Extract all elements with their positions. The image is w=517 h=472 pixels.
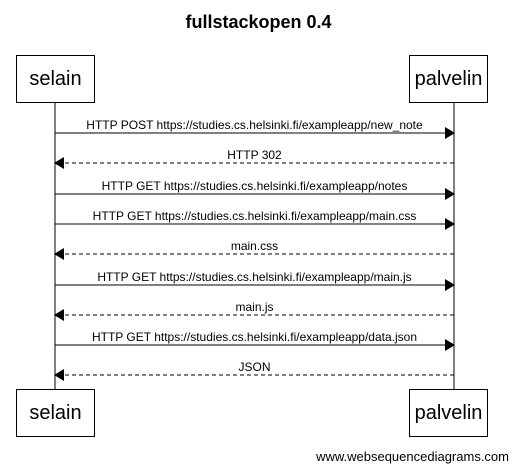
participant-selain-top: selain bbox=[16, 55, 95, 103]
participant-palvelin-bottom: palvelin bbox=[409, 389, 488, 437]
message-label: JSON bbox=[238, 360, 271, 374]
participant-palvelin-top: palvelin bbox=[409, 55, 488, 103]
message-label: HTTP GET https://studies.cs.helsinki.fi/… bbox=[92, 209, 417, 223]
message-label: HTTP GET https://studies.cs.helsinki.fi/… bbox=[97, 270, 412, 284]
message-label: HTTP GET https://studies.cs.helsinki.fi/… bbox=[91, 330, 418, 344]
diagram-title: fullstackopen 0.4 bbox=[185, 12, 332, 32]
message-label: HTTP GET https://studies.cs.helsinki.fi/… bbox=[101, 179, 408, 193]
message-label: main.css bbox=[230, 239, 279, 253]
message-label: HTTP 302 bbox=[227, 148, 282, 162]
message-label: main.js bbox=[235, 300, 274, 314]
message-label: HTTP POST https://studies.cs.helsinki.fi… bbox=[86, 118, 423, 132]
participant-selain-bottom: selain bbox=[16, 389, 95, 437]
footer-credit: www.websequencediagrams.com bbox=[316, 449, 509, 464]
